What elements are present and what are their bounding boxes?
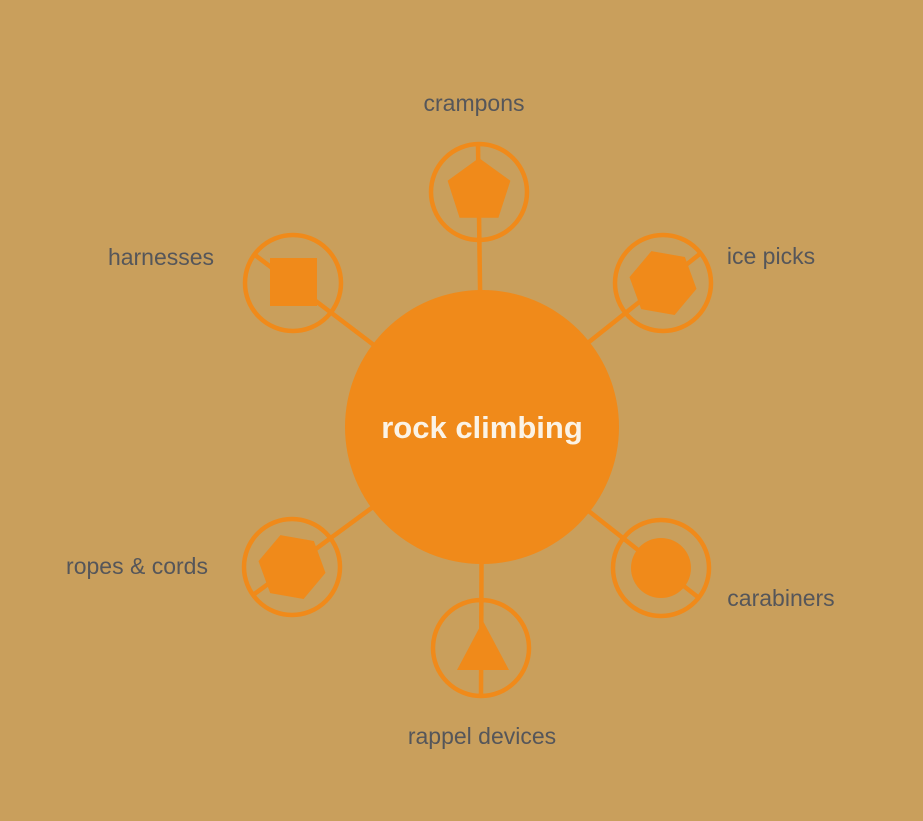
pentagon-icon: [447, 158, 511, 218]
square-icon: [270, 258, 317, 306]
node-ropes-cords: ropes & cords: [66, 516, 343, 618]
hexagon-icon: [629, 251, 697, 315]
node-crampons: crampons: [424, 90, 530, 243]
node-ring: [612, 232, 714, 334]
circle-icon: [631, 538, 691, 598]
node-label-ropes-cords: ropes & cords: [66, 553, 208, 579]
node-ring: [241, 516, 343, 618]
node-harnesses: harnesses: [108, 232, 344, 334]
node-label-harnesses: harnesses: [108, 244, 214, 270]
node-ring: [430, 597, 532, 699]
node-carabiners: carabiners: [610, 517, 835, 619]
hexagon-icon: [258, 535, 326, 599]
node-ring: [242, 232, 344, 334]
node-label-crampons: crampons: [424, 90, 525, 116]
node-rappel-devices: rappel devices: [408, 597, 556, 749]
hub-title: rock climbing: [381, 410, 583, 445]
node-label-carabiners: carabiners: [727, 585, 834, 611]
node-label-rappel-devices: rappel devices: [408, 723, 556, 749]
hub-node: rock climbing: [345, 290, 619, 564]
triangle-icon: [457, 621, 509, 670]
node-label-ice-picks: ice picks: [727, 243, 815, 269]
node-ring: [428, 141, 530, 243]
hub-circle: [345, 290, 619, 564]
node-ice-picks: ice picks: [612, 232, 815, 334]
node-ring: [610, 517, 712, 619]
